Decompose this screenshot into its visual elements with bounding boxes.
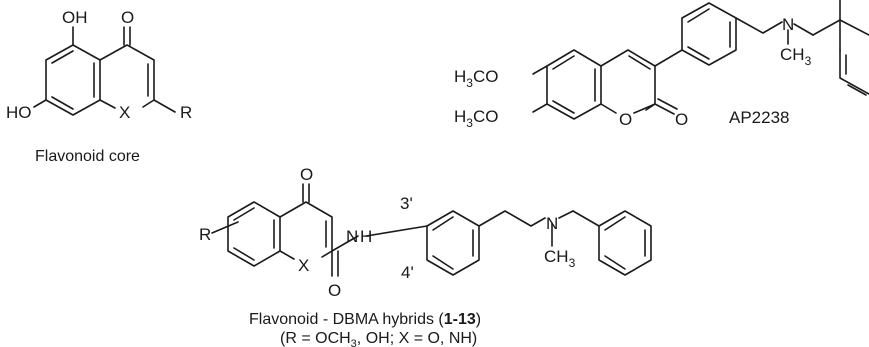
core-ring-a-double <box>51 50 74 64</box>
flavonoid-core-structure: OH O HO X R Flavonoid core <box>6 8 192 165</box>
hyb-ring-a-double <box>233 247 255 261</box>
hyb-ch2-bond <box>478 210 546 227</box>
ap-benzyl-bond <box>812 19 841 36</box>
hyb-pos-3-label: 3' <box>400 194 413 213</box>
ap-aryl-bond <box>654 49 683 67</box>
ap-ring-a-double <box>552 100 575 114</box>
hyb-n-amide-label: N <box>346 227 358 246</box>
hyb-pos-4-label: 4' <box>401 263 414 282</box>
hyb-ring-benzyl <box>598 210 652 276</box>
hyb-ring-a <box>227 201 281 267</box>
hyb-ring-phenyl-double <box>432 216 454 231</box>
hyb-r-label: R <box>199 225 211 244</box>
ap-n-label: N <box>782 15 794 34</box>
core-oh-label: OH <box>62 8 88 27</box>
core-r-label: R <box>180 103 192 122</box>
hyb-ring-a-double <box>233 207 255 221</box>
ap-ring-phenyl-double <box>687 46 710 60</box>
ap-h3co-label-1: H3CO <box>454 67 498 90</box>
hyb-ring-c-bond <box>279 250 295 260</box>
ap-ring-b-bond <box>600 103 617 114</box>
ap-ring-phenyl <box>681 2 737 66</box>
ap2238-name: AP2238 <box>729 108 790 127</box>
hyb-ch2-bond <box>558 210 574 219</box>
ap-methoxy-bond <box>532 65 548 75</box>
hyb-ring-benzyl-double <box>604 216 626 231</box>
hyb-x-label: X <box>298 256 309 275</box>
ap-ring-phenyl-double <box>687 8 710 23</box>
core-caption: Flavonoid core <box>35 148 140 165</box>
ap-ring-benzyl <box>839 49 869 95</box>
core-ring-a-double <box>51 96 74 110</box>
core-carbonyl-o-label: O <box>121 8 134 27</box>
hyb-conditions: (R = OCH3, OH; X = O, NH) <box>280 330 477 347</box>
ap2238-structure: H3CO H3CO O O N CH3 AP2238 <box>454 0 869 130</box>
ap-ring-a <box>546 49 602 120</box>
hyb-r-bond <box>211 221 239 234</box>
ap-ring-b-bond <box>633 103 656 114</box>
hyb-carbonyl-o-label: O <box>300 165 313 184</box>
ap-ring-b <box>600 49 656 111</box>
hyb-ring-phenyl-double <box>432 255 454 270</box>
core-x-label: X <box>119 103 130 122</box>
ap-ring-o-label: O <box>619 110 632 129</box>
core-ring-c-bond <box>99 99 116 109</box>
ap-ring-benzyl-double <box>847 84 867 96</box>
core-ring-a <box>45 44 101 116</box>
hybrid-structure: O R X O N H 3' 4' N CH3 Flavonoid - DBMA… <box>199 165 652 347</box>
core-r-bond <box>153 99 176 113</box>
hyb-ring-c <box>279 201 333 258</box>
ap-ch2-bond <box>735 17 783 34</box>
hyb-nh-label: H <box>360 227 372 246</box>
hyb-nh-aryl-bond <box>365 225 428 237</box>
hyb-ring-phenyl <box>426 210 480 276</box>
hyb-amide-bond <box>331 235 359 252</box>
core-ho-bond <box>33 99 47 108</box>
hyb-benzyl-bond <box>572 210 600 227</box>
hyb-amide-o-label: O <box>328 281 341 300</box>
core-ring-c <box>99 44 155 108</box>
ap-h3co-label-2: H3CO <box>454 107 498 130</box>
ap-ch3-label: CH3 <box>780 45 812 68</box>
ap-ring-b-double <box>628 55 651 70</box>
ap-methoxy-bond <box>532 103 548 113</box>
ap-ch2-bond <box>793 23 814 36</box>
ap-carbonyl-bond <box>654 103 675 115</box>
ap-carbonyl-bond <box>657 98 678 110</box>
hyb-ch3-label: CH3 <box>544 247 576 270</box>
ap-carbonyl-o-label: O <box>675 110 688 129</box>
hyb-caption: Flavonoid - DBMA hybrids (1-13) <box>249 311 481 328</box>
hyb-n-label: N <box>546 214 558 233</box>
ap-ring-a-double <box>552 55 575 70</box>
ap-ring-benzyl <box>839 0 869 36</box>
hyb-ring-benzyl-double <box>604 255 626 270</box>
core-ho-label: HO <box>6 103 32 122</box>
